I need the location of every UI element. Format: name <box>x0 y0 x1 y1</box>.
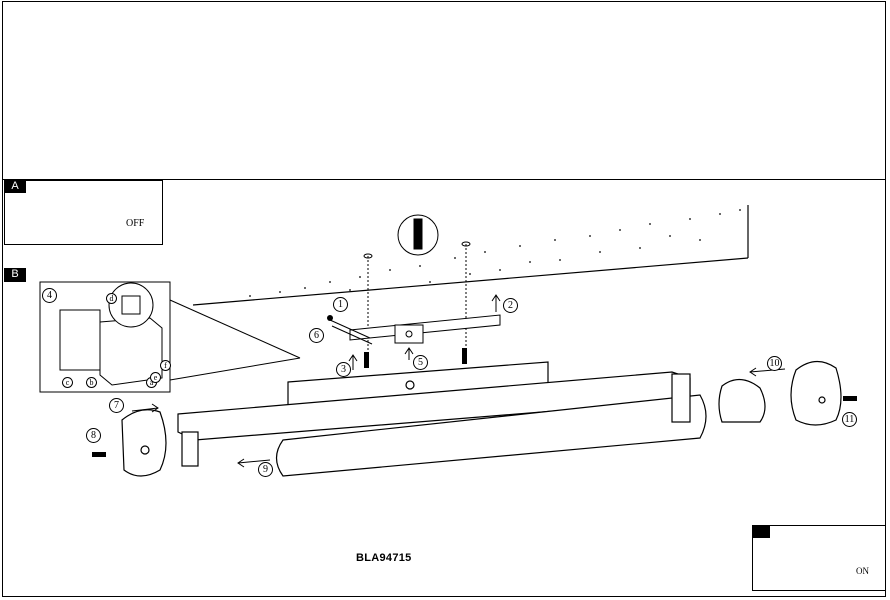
box-step-f: f <box>160 360 171 371</box>
panel-b-tag: B <box>4 268 26 282</box>
step-11: 11 <box>842 412 857 427</box>
off-label: OFF <box>126 218 145 229</box>
left-end-cap <box>121 409 167 477</box>
wall-plugs <box>364 348 467 368</box>
direction-arrows <box>131 294 786 468</box>
box-step-c: c <box>62 377 73 388</box>
screws <box>92 315 857 457</box>
panel-c-tag <box>752 525 770 538</box>
junction-box-detail <box>39 281 301 393</box>
model-number: BLA94715 <box>356 552 412 564</box>
right-end-cap <box>718 360 842 426</box>
step-5: 5 <box>413 355 428 370</box>
step-1: 1 <box>333 297 348 312</box>
panel-a-frame <box>4 180 163 245</box>
lamp-body <box>177 371 707 477</box>
panel-on-frame <box>752 525 886 591</box>
step-10: 10 <box>767 356 782 371</box>
on-label: ON <box>856 566 869 576</box>
mounting-bracket <box>329 314 501 345</box>
step-2: 2 <box>503 298 518 313</box>
blank-header-panel <box>2 1 886 180</box>
step-8: 8 <box>86 428 101 443</box>
step-3: 3 <box>336 362 351 377</box>
drill-detail <box>363 214 471 360</box>
step-4: 4 <box>42 288 57 303</box>
box-step-d: d <box>106 293 117 304</box>
step-9: 9 <box>258 462 273 477</box>
step-6: 6 <box>309 328 324 343</box>
panel-a-tag: A <box>4 180 26 193</box>
ceiling <box>192 205 749 306</box>
box-step-b: b <box>86 377 97 388</box>
box-step-e: e <box>150 372 161 383</box>
ceiling-texture <box>249 209 741 297</box>
step-7: 7 <box>109 398 124 413</box>
